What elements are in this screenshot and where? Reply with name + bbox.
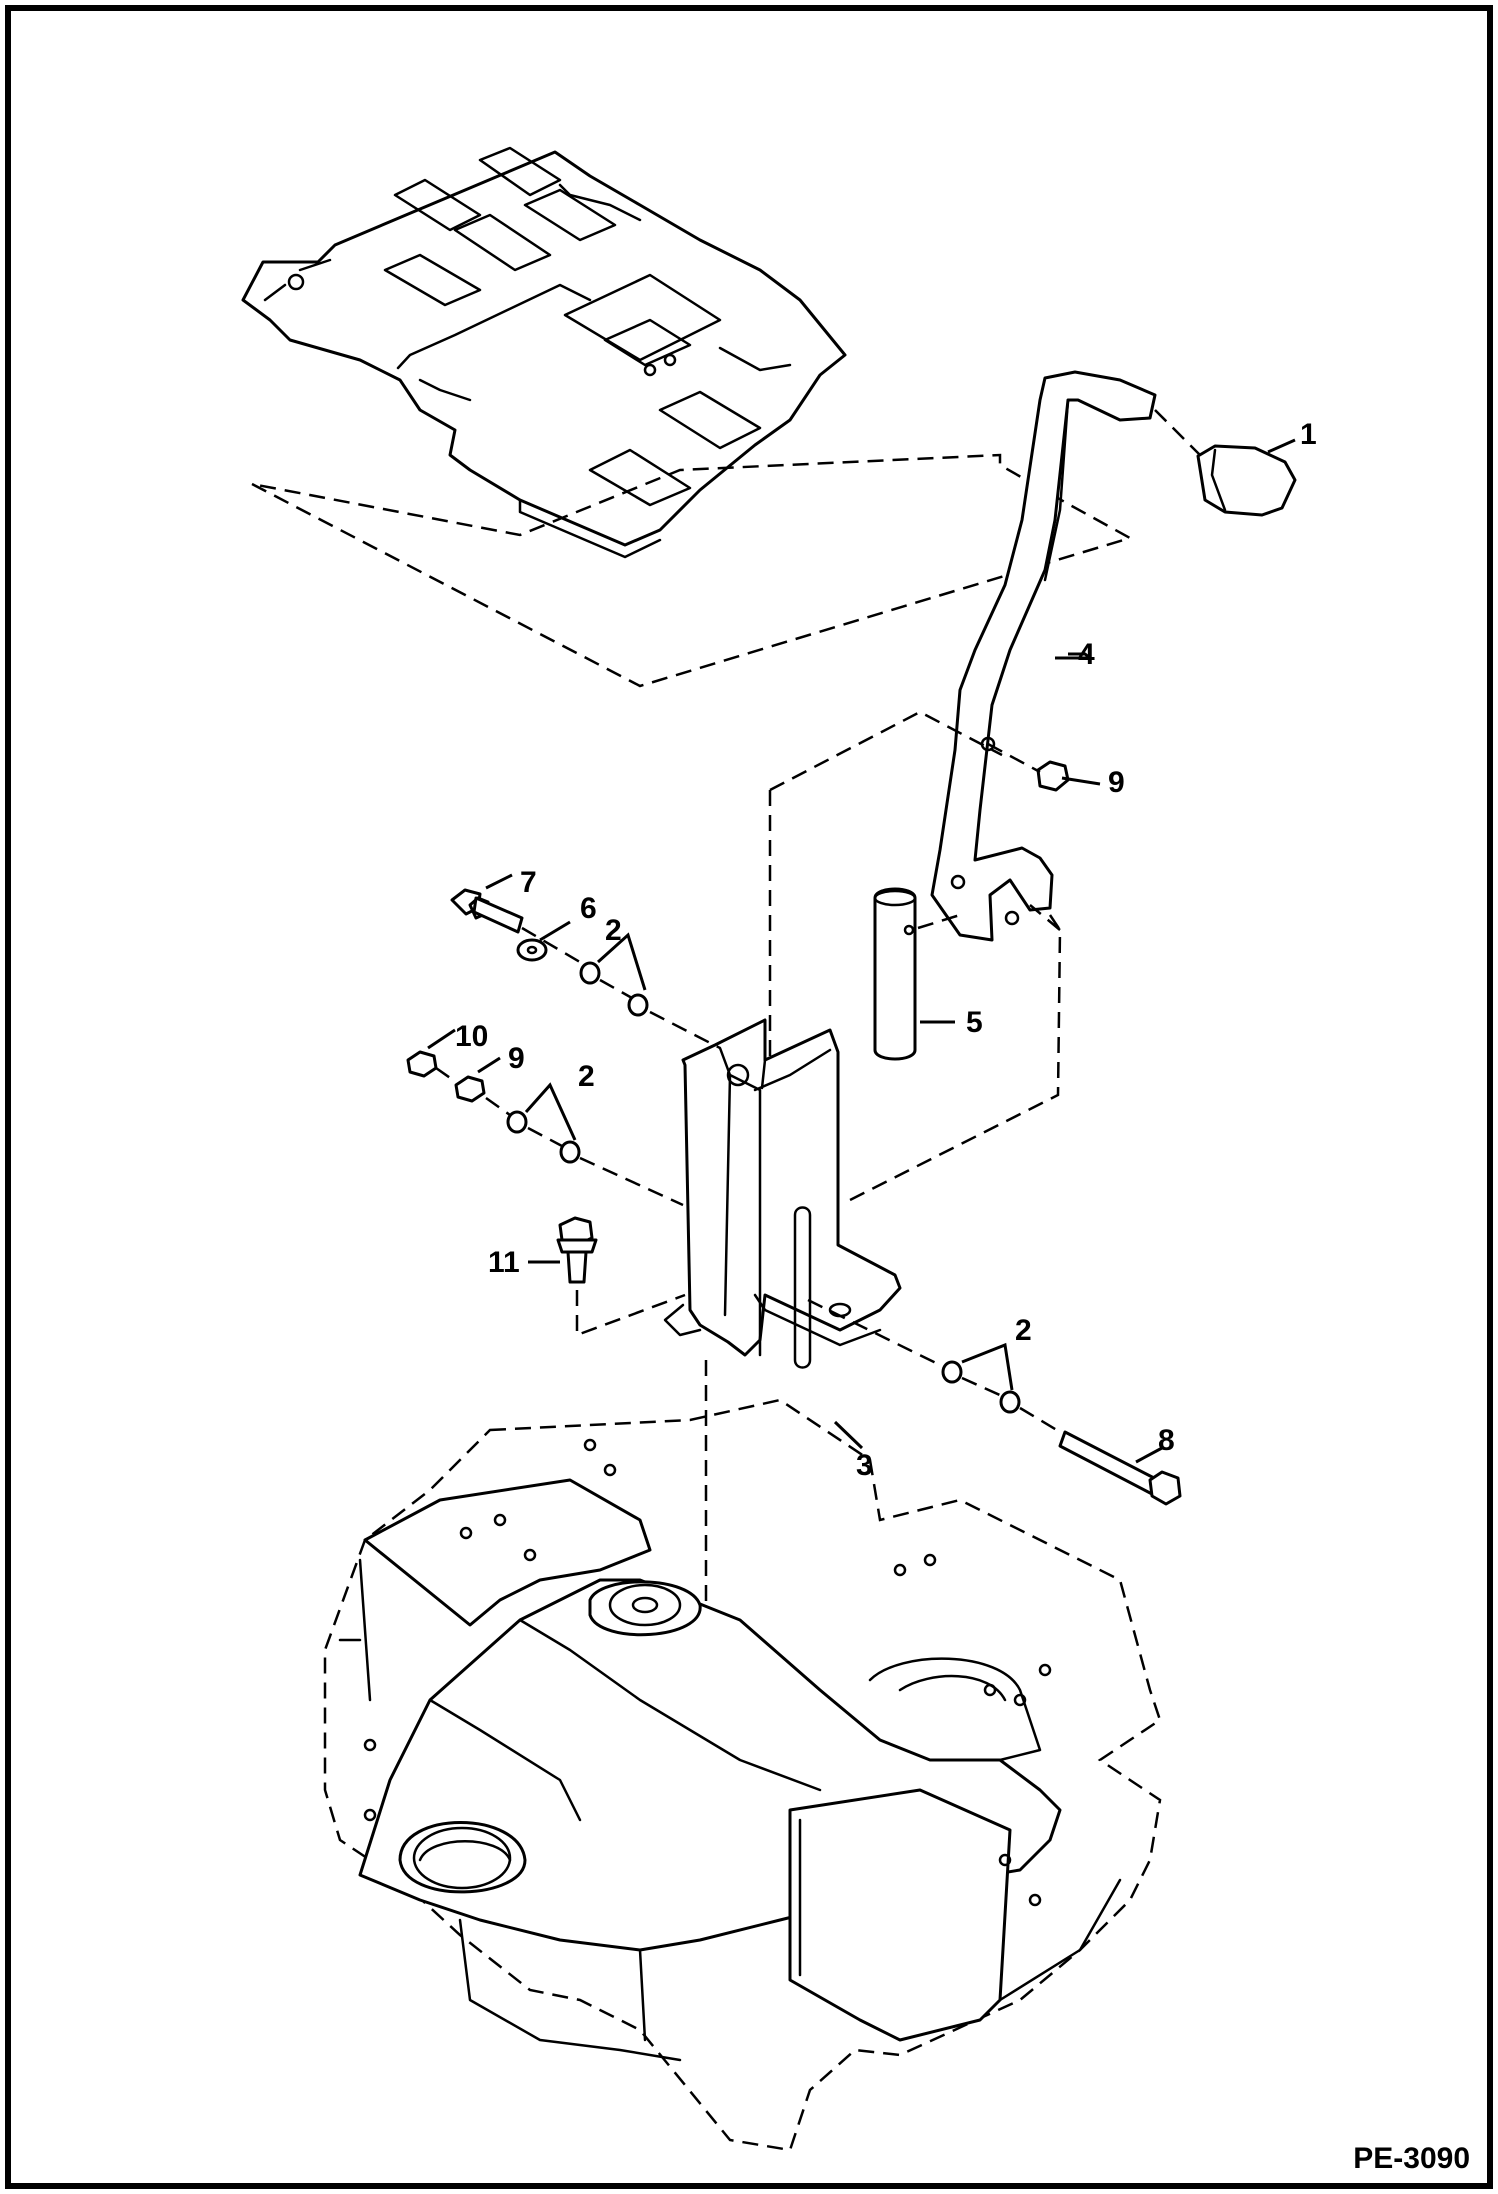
callout-label: 10 [455,1020,488,1053]
leader-6 [539,920,571,942]
washer-upper-hole [526,945,538,955]
upper-frame [323,1398,1162,2152]
floor-plate [241,146,847,559]
bolt-vertical [556,1216,598,1284]
callout-label: 3 [856,1449,873,1482]
pin [873,887,917,1061]
callout-label: 5 [966,1006,983,1039]
callout-label: 1 [1300,418,1317,451]
leader-3 [833,1420,864,1450]
middle-hardware-connector [435,1066,684,1207]
floor-plate-outline [251,453,1134,688]
lower-hardware-connector [807,1298,1061,1434]
lockwasher-lower-1 [941,1360,963,1384]
nut-upper [1036,760,1070,792]
leader-9-middle [477,1056,501,1074]
nut-middle-9 [454,1075,486,1103]
nut-upper-connector [987,742,1041,774]
callout-label: 7 [520,866,537,899]
callout-label: 8 [1158,1424,1175,1457]
figure-id: PE-3090 [1353,2142,1470,2175]
knob-connector [1154,409,1201,456]
leader-1 [1267,438,1296,454]
lockwasher-upper-2 [627,993,649,1017]
lockwasher-middle-2 [559,1140,581,1164]
callout-label: 6 [580,892,597,925]
callout-label: 9 [508,1042,525,1075]
washer-upper [516,938,548,962]
nut-middle-10 [406,1050,438,1078]
callout-label: 2 [578,1060,595,1093]
bolt-vertical-connector [575,1290,686,1337]
leader-2-lower [961,1342,1014,1391]
bolt-lower [1058,1430,1182,1506]
lockwasher-upper-1 [579,961,601,985]
leader-7 [485,873,513,890]
leader-9-upper [1061,776,1101,786]
frame-border [5,5,1493,2189]
leader-4 [1055,652,1095,660]
callout-label: 2 [1015,1314,1032,1347]
knob [1196,444,1297,517]
lockwasher-lower-2 [999,1390,1021,1414]
lockwasher-middle-1 [506,1110,528,1134]
callout-label: 4 [1078,638,1095,671]
leader-2-middle [524,1082,577,1141]
control-lever [930,370,1157,942]
bolt-upper-connector [521,926,721,1050]
callout-label: 9 [1108,766,1125,799]
leader-2-upper [596,932,647,991]
bracket [663,1018,902,1369]
pin-connector [917,913,961,930]
alignment-outline [768,710,1062,1202]
callout-label: 11 [488,1246,520,1279]
callout-label: 2 [605,914,622,947]
bolt-upper [450,888,524,934]
leader-10 [427,1028,456,1050]
leader-8 [1135,1446,1163,1464]
